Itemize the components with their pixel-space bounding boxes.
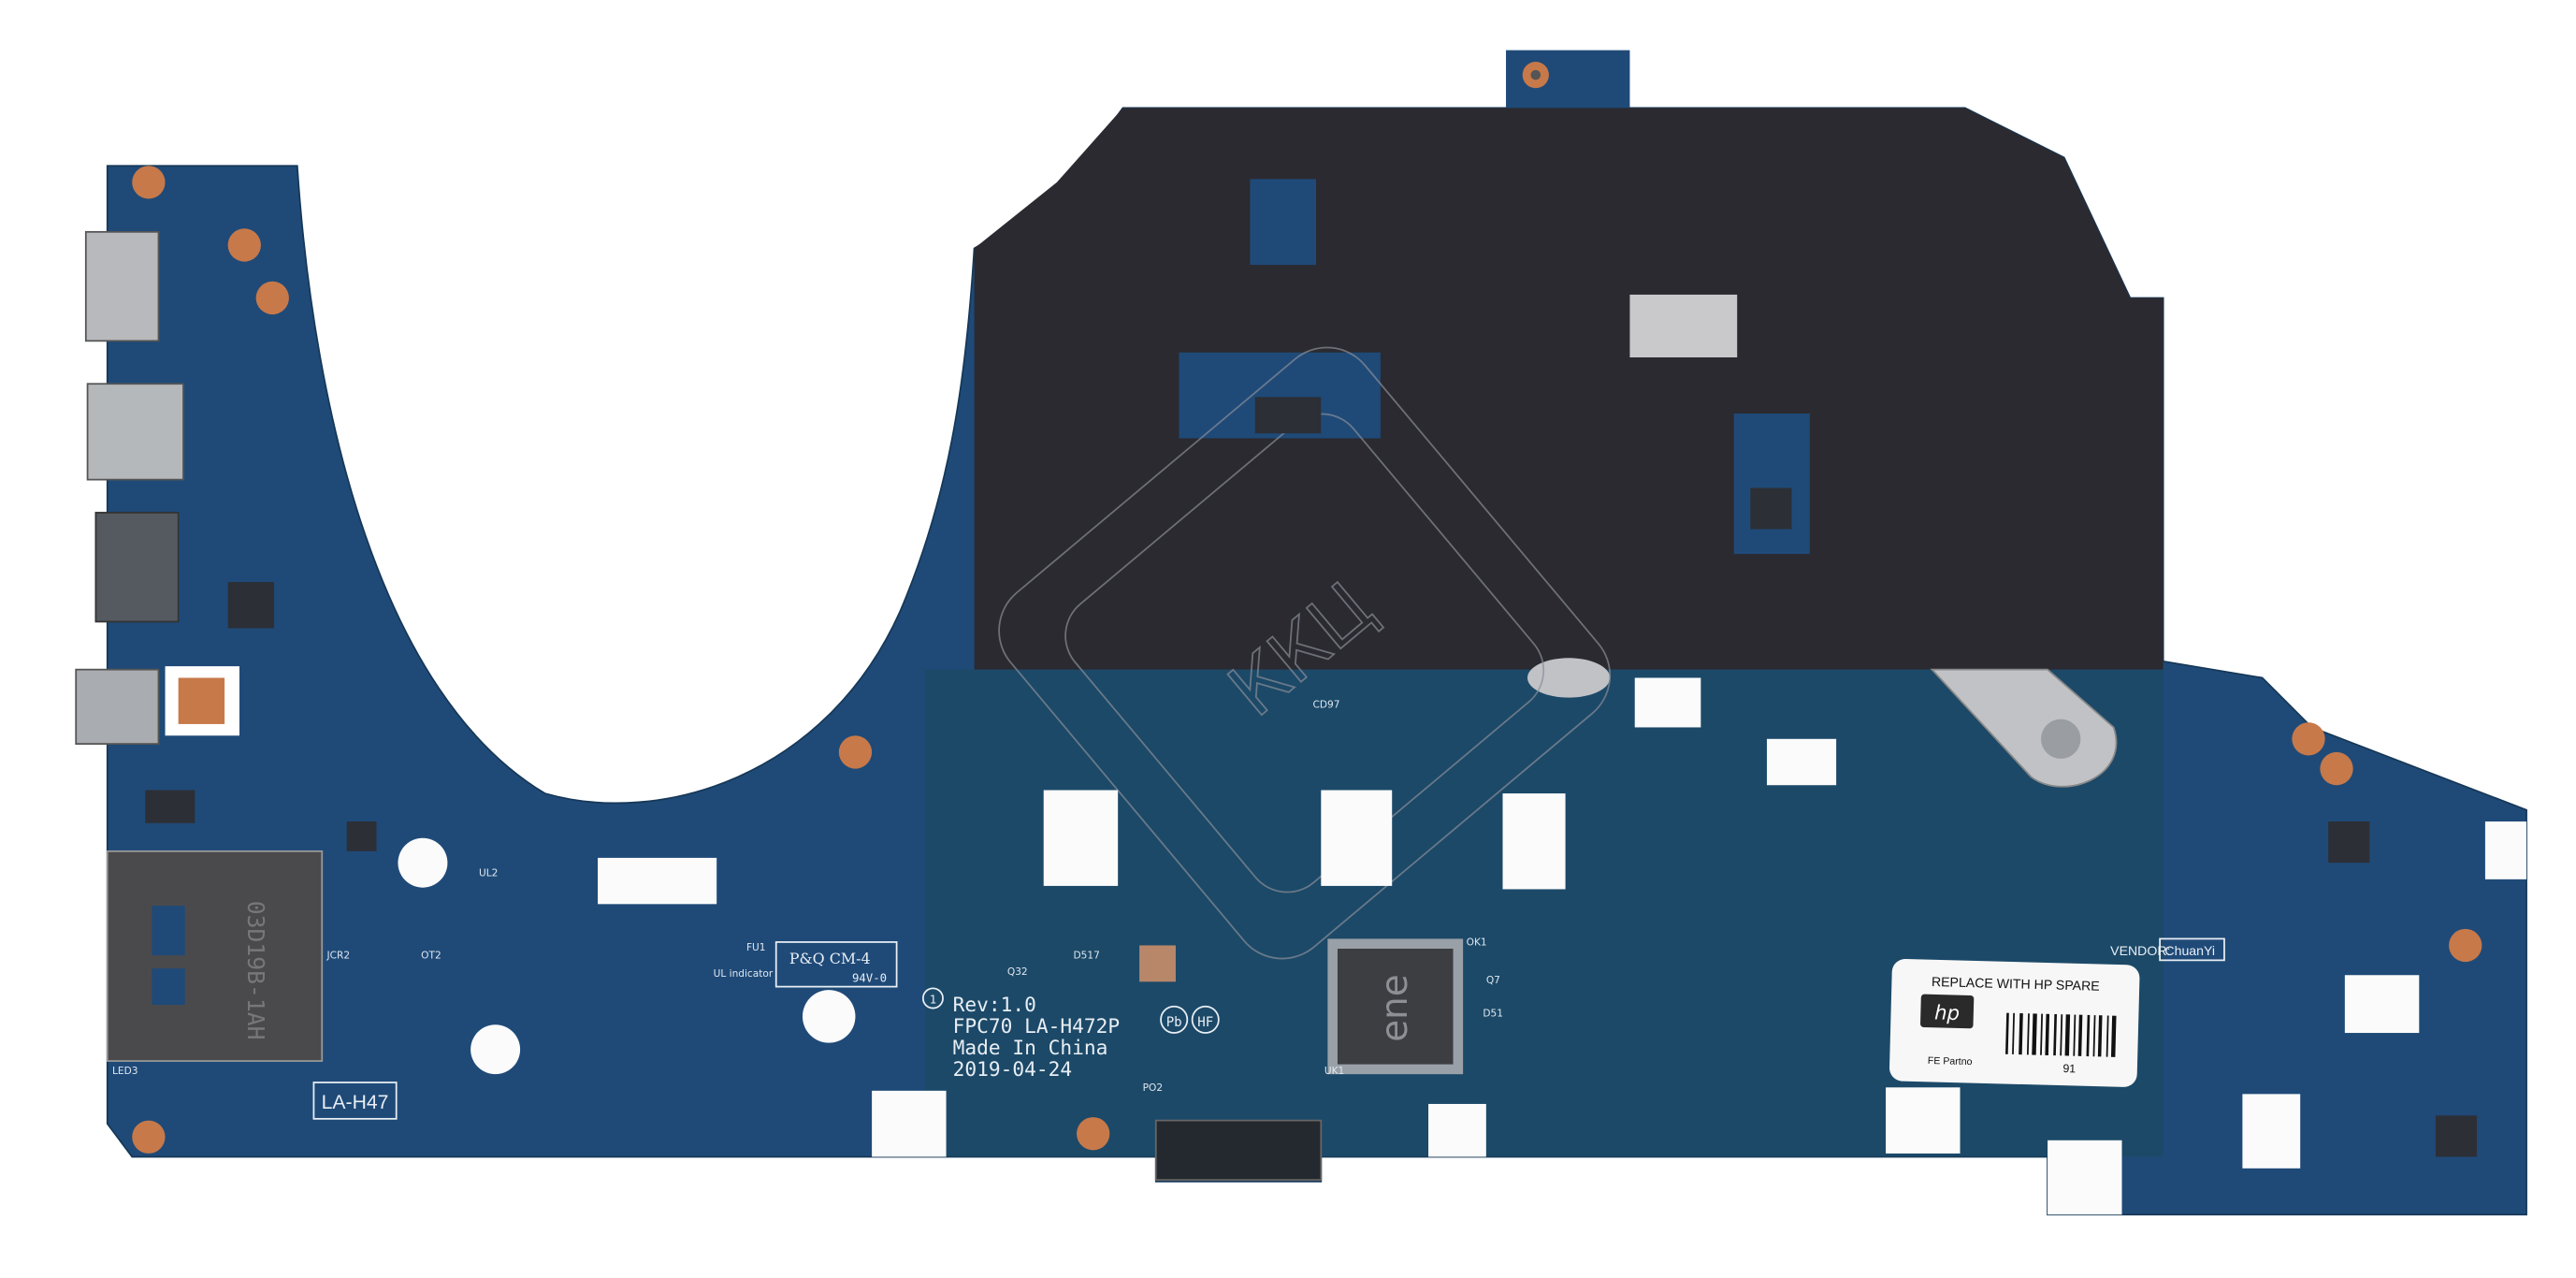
date-text: 2019-04-24 (953, 1057, 1072, 1081)
sticker-title: REPLACE WITH HP SPARE (1932, 974, 2100, 994)
screw-hole (132, 1120, 166, 1154)
bracket-screw (2041, 719, 2081, 759)
shield-cutout (1733, 414, 1810, 555)
revision-block: Rev:1.0 FPC70 LA-H472P Made In China 201… (953, 993, 1220, 1081)
vendor-name: ChuanYi (2164, 943, 2215, 958)
hdmi-port (84, 230, 160, 342)
origin-text: Made In China (953, 1036, 1108, 1059)
refdes: Q7 (1486, 975, 1500, 986)
white-pads (398, 677, 2527, 1215)
refdes: D51 (1483, 1008, 1503, 1019)
refdes: OT2 (421, 951, 441, 962)
screw-holes (132, 166, 2482, 1154)
fe-partno-label: FE Partno (1928, 1055, 1973, 1067)
screw-hole (838, 735, 873, 769)
pcb-marking-line1: P&Q CM-4 (789, 950, 871, 967)
board-code-box (312, 1082, 398, 1120)
ec-chip: ene (1327, 938, 1464, 1075)
screw-hole-center (1530, 69, 1541, 80)
screw-hole (2320, 751, 2353, 786)
model-text: FPC70 LA-H472P (953, 1014, 1120, 1038)
shield-cutout (1250, 179, 1317, 266)
refdes: OK1 (1467, 937, 1487, 948)
part-number-fragment: 91 (2062, 1062, 2076, 1075)
vendor-box (2159, 937, 2225, 962)
refdes-labels: CD97 UK1 D517 Q32 LED3 JCR2 OT2 FU1 OK1 … (112, 699, 1503, 1094)
barcode (2005, 1012, 2117, 1057)
refdes: UL2 (479, 867, 498, 879)
bracket-tab (1527, 658, 1611, 698)
board-code: LA-H47 (322, 1092, 389, 1113)
screw-hole (2292, 722, 2325, 756)
hp-logo-text: hp (1934, 1000, 1961, 1024)
index-circle (921, 987, 944, 1009)
usb-c-port (75, 668, 160, 745)
heatpipe-bracket (1930, 668, 2118, 788)
pcb-ground-plane (924, 669, 2164, 1157)
refdes: PO2 (1143, 1082, 1163, 1094)
refdes: CD97 (1312, 699, 1339, 710)
pcb-marking-box (774, 941, 898, 988)
copper-pad-inner (178, 677, 225, 724)
rev-text: Rev:1.0 (953, 993, 1036, 1016)
screw-hole (1077, 1117, 1110, 1151)
pcb-marking-index: 1 (930, 993, 936, 1006)
screw-hole (227, 228, 261, 262)
hp-logo (1920, 994, 1975, 1029)
bottom-connector (1154, 1119, 1323, 1182)
sd-slot-marking: 03D19B-1AH (242, 901, 269, 1040)
sd-card-slot: 03D19B-1AH (106, 850, 324, 1062)
refdes: JCR2 (326, 951, 351, 962)
heatsink-shield (974, 108, 2164, 670)
halogen-free-mark: HF (1197, 1015, 1213, 1030)
screw-hole (132, 166, 166, 199)
refdes: Q32 (1007, 966, 1028, 978)
rj45-port (94, 512, 180, 623)
vendor-label: VENDOR: (2110, 943, 2170, 958)
usb-a-port (86, 383, 184, 481)
screw-hole (2449, 928, 2482, 963)
refdes: FU1 (746, 942, 766, 953)
hp-replacement-sticker: REPLACE WITH HP SPARE hp FE Partno 91 (1889, 959, 2140, 1087)
lead-free-mark: Pb (1166, 1015, 1182, 1030)
screw-hole (255, 281, 289, 315)
thermal-pad (1629, 294, 1738, 358)
refdes: D517 (1074, 951, 1100, 962)
refdes: UK1 (1324, 1066, 1344, 1077)
small-ics (145, 397, 2478, 1157)
ec-chip-brand: ene (1374, 974, 1416, 1041)
pcb-marking-line2: 94V-0 (852, 971, 887, 984)
refdes: LED3 (112, 1066, 137, 1077)
ul-indicator-label: UL indicator (714, 968, 774, 980)
